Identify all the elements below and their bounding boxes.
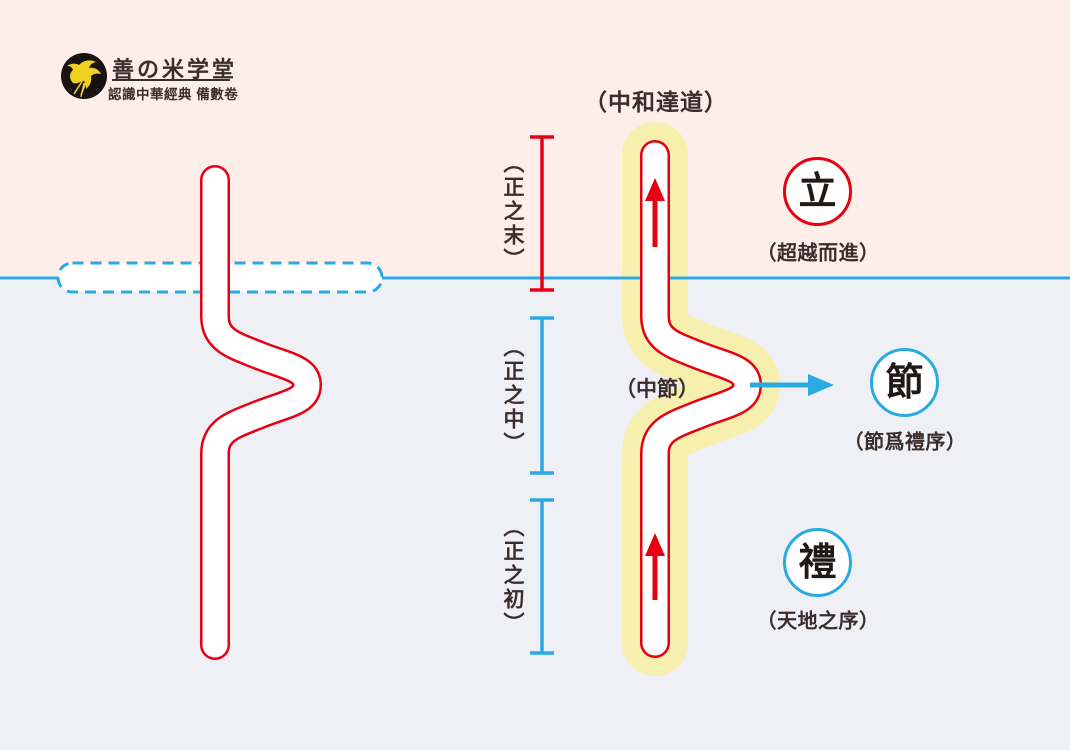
up-arrow-bottom-icon	[645, 533, 665, 600]
pointer-arrow-icon	[750, 374, 834, 396]
section-label-upper: （正之末）	[501, 152, 524, 272]
badge-li-rite-char: 禮	[798, 541, 837, 584]
badge-li-caption: （超越而進）	[756, 242, 880, 265]
badge-li-char: 立	[798, 170, 837, 213]
bird-icon	[67, 60, 101, 98]
logo-subtitle: 認識中華經典 備數卷	[108, 87, 239, 102]
logo: 善の米学堂 認識中華經典 備數卷	[58, 50, 318, 105]
badge-jie-char: 節	[885, 361, 924, 404]
logo-bird-badge	[61, 53, 107, 99]
badge-li-rite-caption: （天地之序）	[756, 610, 880, 633]
diagram-title: （中和達道）	[584, 89, 728, 115]
highlighted-stroke-shape	[640, 140, 762, 658]
logo-rule	[112, 79, 230, 81]
logo-title: 善の米学堂	[112, 57, 238, 83]
bracket-lower-blue	[530, 498, 554, 655]
badge-li: 立	[783, 157, 852, 226]
section-label-lower: （正之初）	[501, 516, 524, 636]
section-label-middle: （正之中）	[501, 336, 524, 456]
badge-jie: 節	[870, 348, 939, 417]
badge-li-rite: 禮	[783, 528, 852, 597]
bracket-upper-red	[530, 135, 554, 292]
left-stroke-shape	[200, 165, 322, 660]
mid-node-label: （中節）	[615, 378, 699, 401]
background-upper-pink	[0, 0, 1070, 278]
badge-jie-caption: （節爲禮序）	[843, 431, 967, 454]
bracket-middle-blue	[530, 316, 554, 475]
up-arrow-top-icon	[645, 178, 665, 247]
